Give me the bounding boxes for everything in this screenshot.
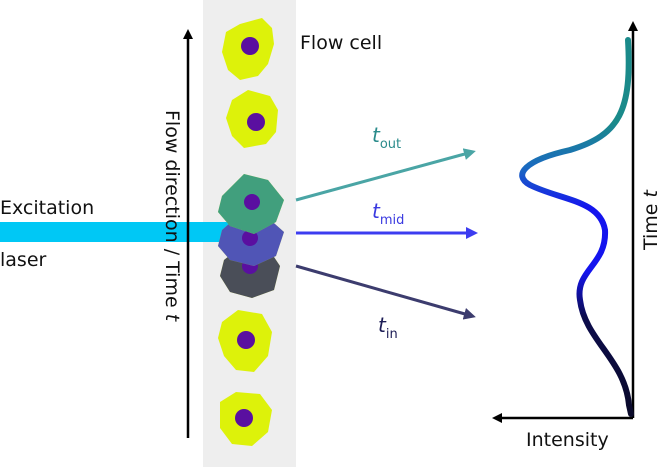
intensity-curve [519,37,634,417]
intensity-label: Intensity [526,429,609,451]
cell-6 [220,392,272,446]
cell-5 [218,310,272,372]
t-mid-label: tmid [372,199,404,228]
cell-1 [222,18,274,80]
laser-label: laser [0,249,47,271]
t-out-label: tout [372,123,401,152]
excitation-laser-beam [0,222,232,242]
cell-2 [226,90,278,148]
time-axis-label: Time t [640,188,661,251]
arrow-t-out [295,148,476,202]
cell-t-out [218,174,284,234]
flow-cell-label: Flow cell [300,32,382,54]
arrow-t-in [295,264,476,320]
t-in-label: tin [378,313,398,342]
excitation-label: Excitation [0,197,94,219]
flow-direction-label: Flow direction / Time t [161,110,183,323]
